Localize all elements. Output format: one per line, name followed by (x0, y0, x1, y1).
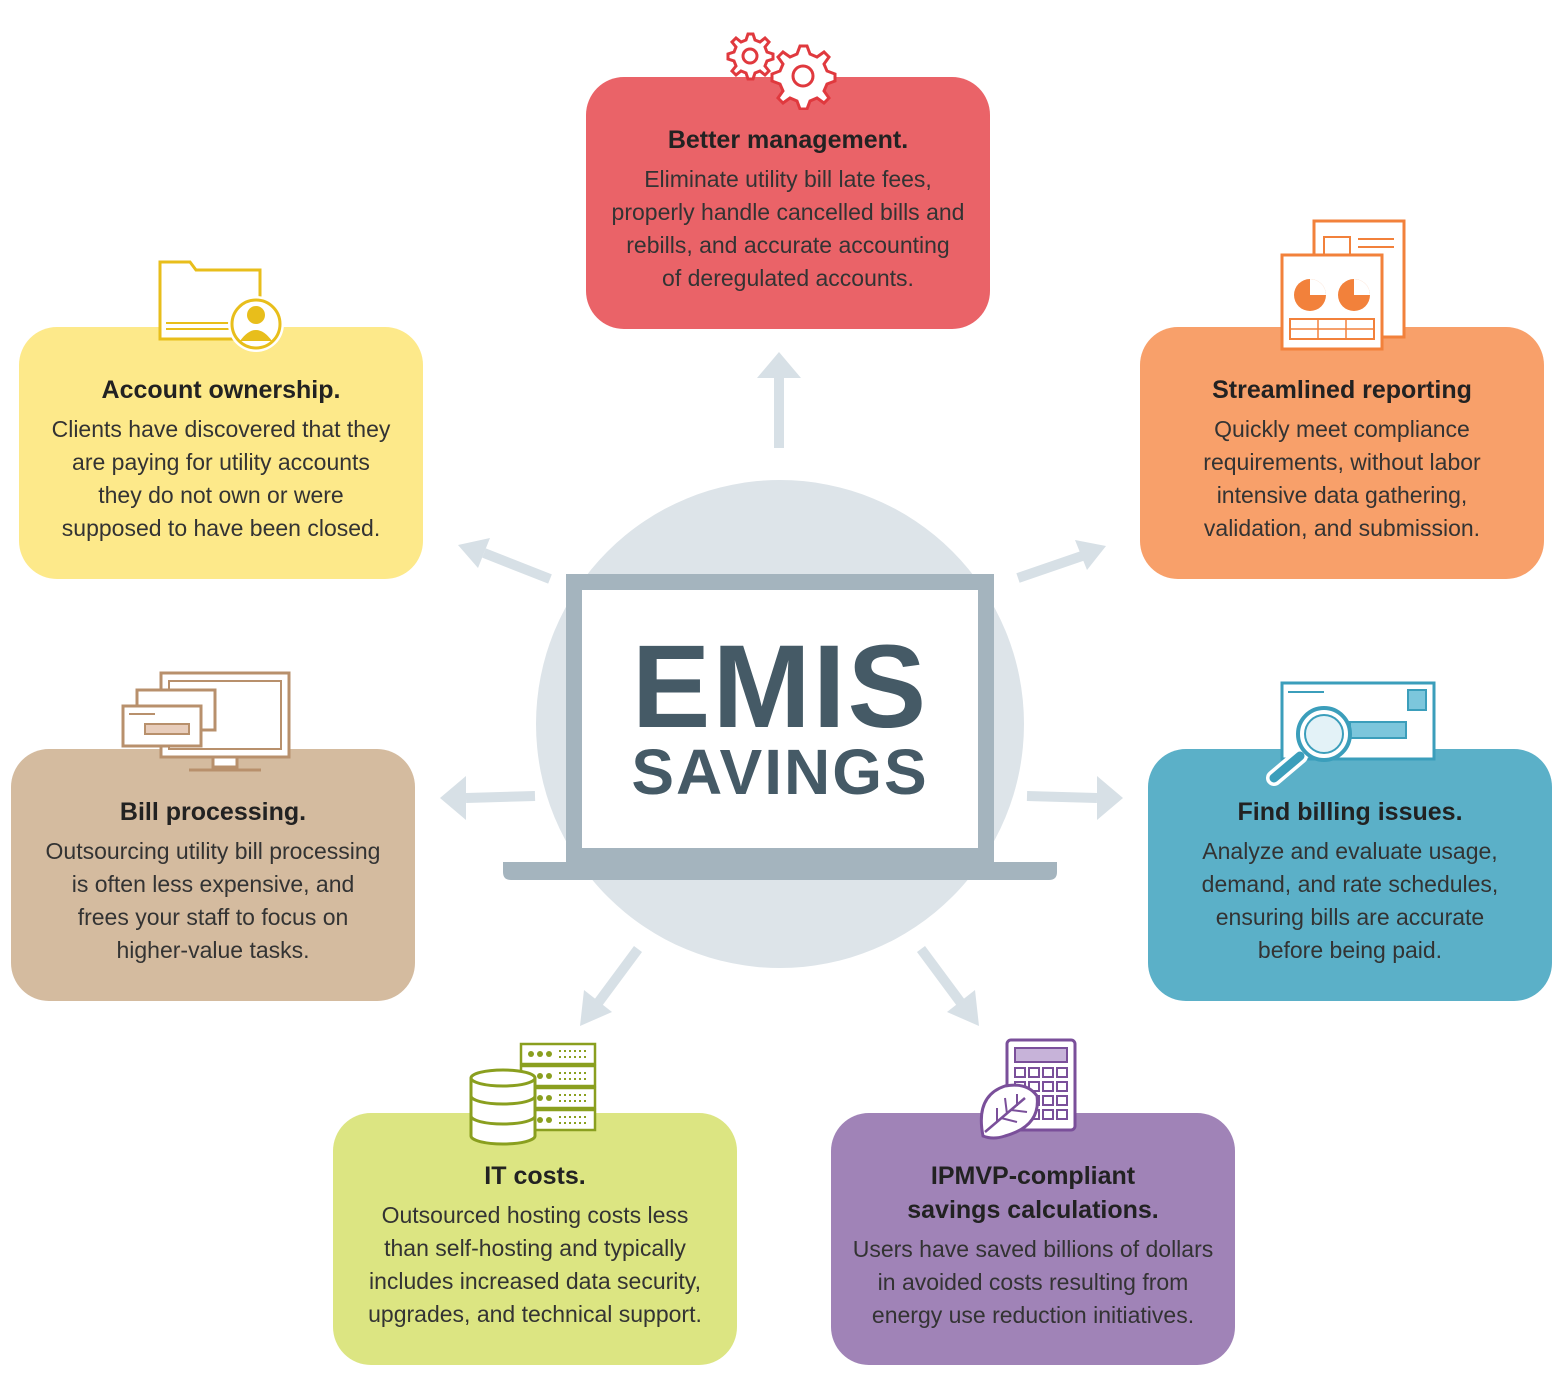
box-text: Quickly meet compliance requirements, wi… (1203, 416, 1481, 541)
box-streamlined-reporting: Streamlined reporting Quickly meet compl… (1140, 327, 1544, 579)
center-subtitle: SAVINGS (631, 736, 929, 808)
reports-icon (1270, 215, 1415, 355)
box-ipmvp-savings: IPMVP-compliant savings calculations. Us… (831, 1113, 1235, 1365)
arrows (440, 352, 1123, 1026)
arrow-up (757, 352, 801, 448)
arrow-upper-left (458, 538, 552, 584)
box-title: Bill processing. (119, 798, 307, 826)
arrow-lower-left (580, 946, 643, 1026)
box-title: IT costs. (484, 1162, 586, 1190)
box-better-management: Better management. Eliminate utility bil… (586, 77, 990, 329)
box-text: Eliminate utility bill late fees, proper… (611, 166, 965, 291)
box-title: Streamlined reporting (1212, 376, 1472, 404)
box-title: Account ownership. (101, 376, 341, 404)
box-it-costs: IT costs. Outsourced hosting costs less … (333, 1113, 737, 1365)
box-title: IPMVP-compliant savings calculations. (907, 1162, 1159, 1224)
calculator-leaf-icon (975, 1036, 1081, 1146)
box-text: Outsourcing utility bill processing is o… (45, 838, 381, 963)
server-database-icon (465, 1040, 605, 1148)
arrow-right (1026, 776, 1123, 820)
box-text: Users have saved billions of dollars in … (852, 1236, 1214, 1328)
folder-user-icon (150, 255, 292, 355)
box-find-billing-issues: Find billing issues. Analyze and evaluat… (1148, 749, 1552, 1001)
box-bill-processing: Bill processing. Outsourcing utility bil… (11, 749, 415, 1001)
box-title: Better management. (667, 126, 909, 154)
envelope-magnifier-icon (1260, 678, 1440, 790)
arrow-left (440, 776, 536, 820)
arrow-upper-right (1016, 540, 1106, 583)
box-account-ownership: Account ownership. Clients have discover… (19, 327, 423, 579)
monitor-envelopes-icon (115, 668, 300, 780)
laptop (503, 574, 1057, 880)
gears-icon (718, 20, 848, 110)
box-text: Analyze and evaluate usage, demand, and … (1201, 838, 1499, 963)
arrow-lower-right (916, 946, 979, 1026)
box-text: Clients have discovered that they are pa… (51, 416, 391, 541)
box-title: Find billing issues. (1237, 798, 1463, 826)
box-text: Outsourced hosting costs less than self-… (368, 1202, 702, 1327)
center-title: EMIS (631, 621, 929, 753)
